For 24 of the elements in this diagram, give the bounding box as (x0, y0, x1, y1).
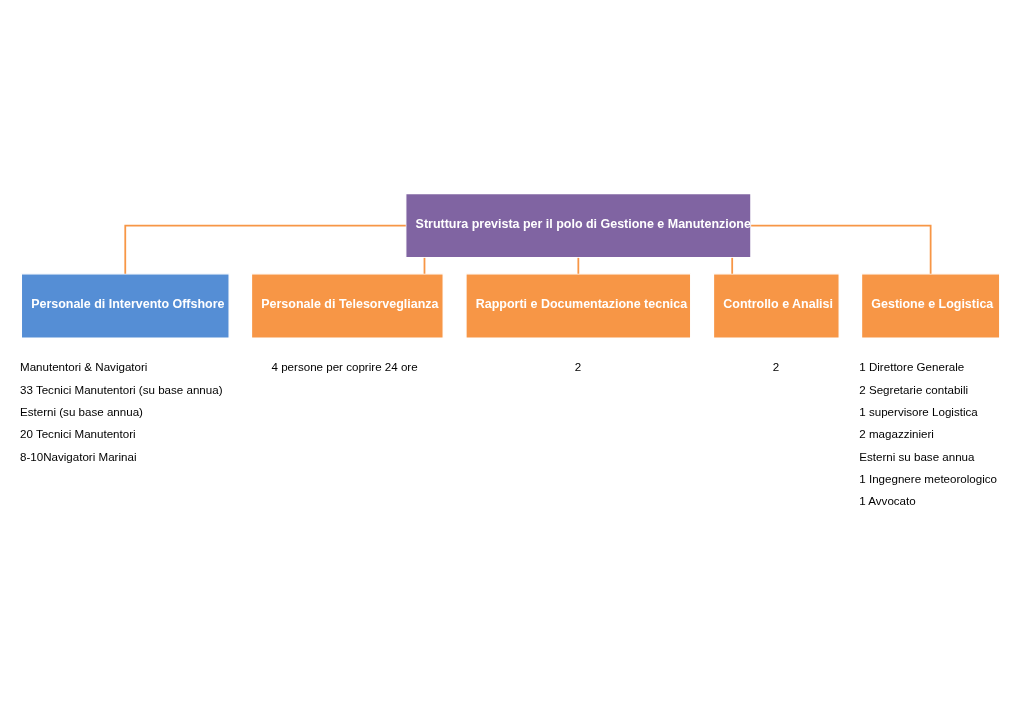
node-label: 2 (574, 360, 582, 373)
node-box: Personale di Intervento Offshore (20, 272, 230, 339)
node-box: Gestione e Logistica (860, 272, 1001, 339)
node-label: 1 Direttore Generale (859, 360, 965, 373)
node-box: Rapporti e Documentazione tecnica (465, 272, 692, 339)
node-label: 20 Tecnici Manutentori (20, 427, 136, 440)
node-label: 4 persone per coprire 24 ore (271, 360, 418, 373)
node-box: Personale di Telesorveglianza (250, 272, 444, 339)
node-label: 1 supervisore Logistica (859, 405, 978, 418)
node-label: 2 (772, 360, 780, 373)
node-label: Manutentori & Navigatori (20, 360, 148, 373)
node-label: Esterni su base annua (859, 450, 975, 463)
connector (750, 224, 932, 275)
connector (577, 256, 580, 275)
connector (731, 256, 734, 275)
node-label: 1 Avvocato (859, 494, 916, 507)
node-label: 2 magazzinieri (859, 427, 934, 440)
node-label: 33 Tecnici Manutentori (su base annua) (20, 383, 223, 396)
connector (124, 224, 407, 275)
node-box: Controllo e Analisi (712, 272, 840, 339)
node-label: Esterni (su base annua) (20, 405, 143, 418)
node-label: 8-10Navigatori Marinai (20, 450, 137, 463)
node-label: 2 Segretarie contabili (859, 383, 969, 396)
node-label: 1 Ingegnere meteorologico (859, 472, 998, 485)
